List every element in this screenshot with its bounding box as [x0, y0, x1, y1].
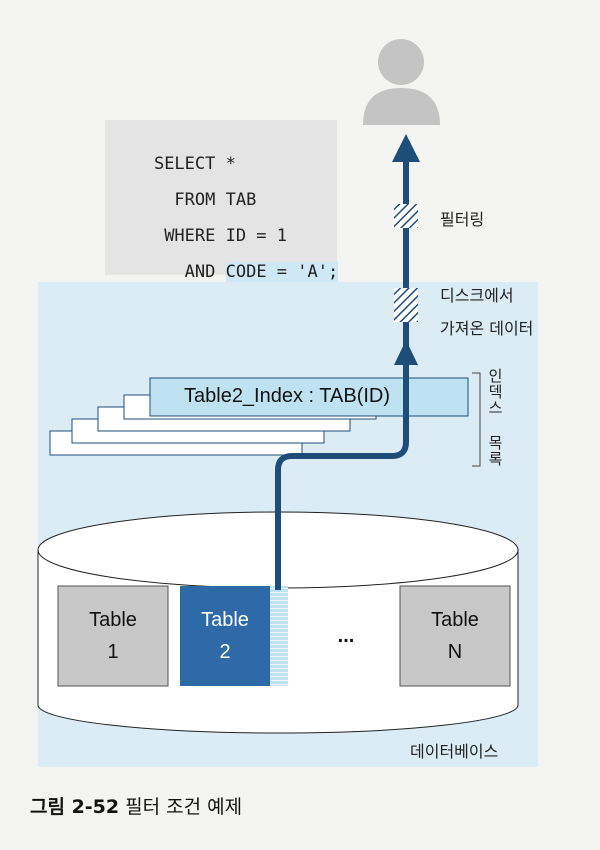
sql-line: SELECT * — [153, 154, 236, 174]
index-list-bracket — [472, 372, 481, 467]
fetched-data-label-line2: 가져온 데이터 — [440, 319, 534, 338]
fetched-data-block — [394, 288, 418, 322]
sql-line: AND CODE = 'A'; — [153, 262, 339, 282]
caption-title: 필터 조건 예제 — [125, 796, 243, 818]
arrow-head-top — [392, 134, 420, 162]
user-icon — [363, 39, 440, 125]
index-list-label: 인덱스 목록 — [486, 368, 504, 467]
sql-highlight: CODE = 'A'; — [225, 262, 339, 282]
sql-line: FROM TAB — [153, 190, 257, 210]
sql-box: SELECT * FROM TAB WHERE ID = 1 AND CODE … — [105, 120, 339, 282]
index-stack — [49, 377, 469, 456]
table-n-box — [399, 585, 511, 687]
filtering-label: 필터링 — [440, 210, 485, 229]
data-flow-arrow — [275, 162, 409, 590]
caption-number: 그림 2-52 — [30, 796, 120, 818]
table-1-box — [57, 585, 169, 687]
table-2-stripe — [270, 586, 288, 686]
tables-ellipsis: ... — [337, 625, 355, 647]
index-card-label: Table2_Index : TAB(ID) — [184, 385, 391, 407]
fetched-data-label-line1: 디스크에서 — [440, 286, 514, 305]
arrow-head-mid — [394, 340, 418, 365]
sql-line: WHERE ID = 1 — [153, 226, 288, 246]
filtered-data-block — [394, 204, 418, 228]
database-label: 데이터베이스 — [410, 742, 499, 761]
